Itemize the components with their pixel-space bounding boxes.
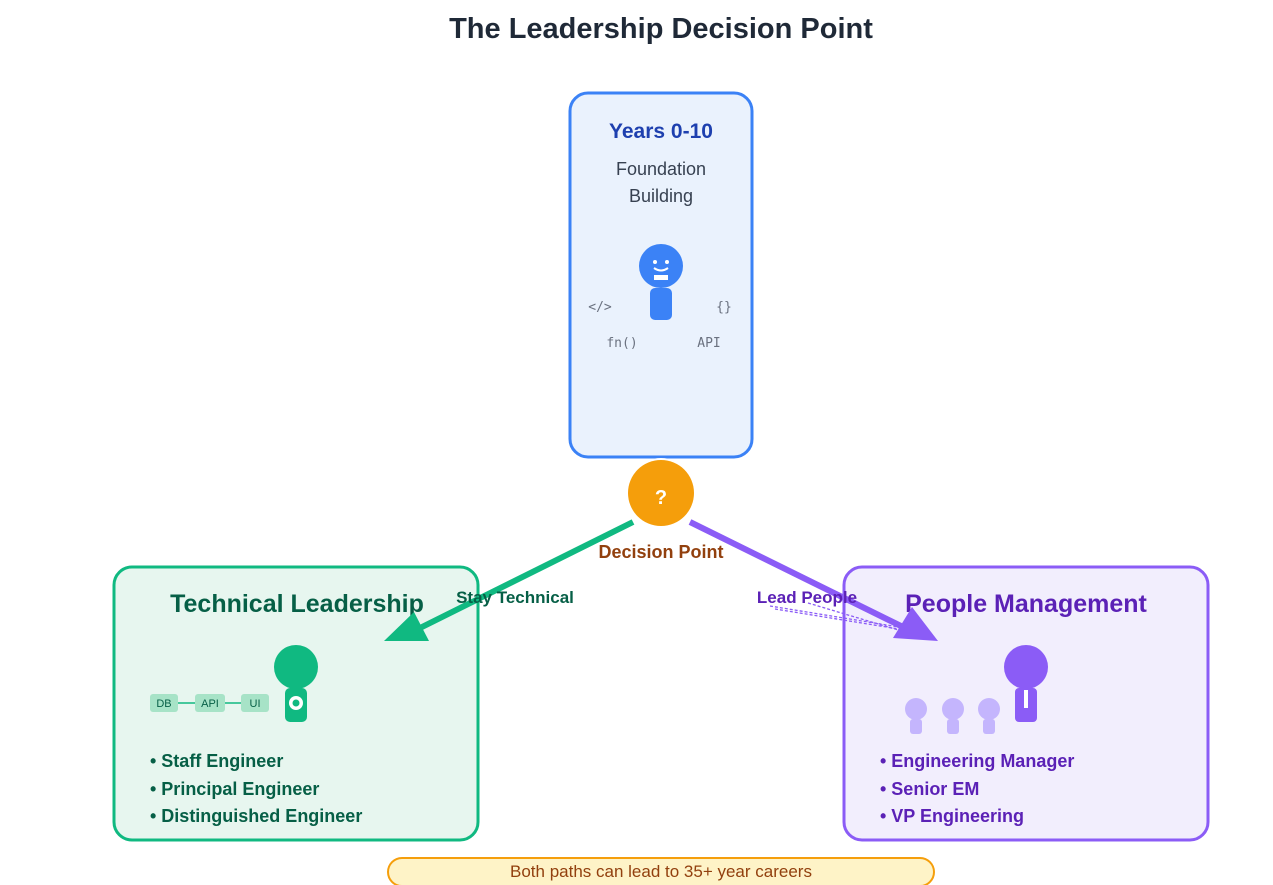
- architecture-diagram-icon: [150, 694, 269, 712]
- code-symbol-api: API: [697, 336, 720, 351]
- decision-point-node: ?: [626, 458, 696, 528]
- team-members-icon: [905, 698, 1000, 734]
- manager-person-icon: [1004, 645, 1048, 722]
- footer-banner: Both paths can lead to 35+ year careers: [387, 857, 935, 885]
- people-heading: People Management: [905, 590, 1147, 618]
- footer-text: Both paths can lead to 35+ year careers: [510, 862, 812, 881]
- lead-people-label: Lead People: [757, 588, 857, 607]
- tech-leader-person-icon: [274, 645, 318, 722]
- decision-question-mark: ?: [655, 487, 667, 509]
- chip-ui: UI: [250, 698, 261, 710]
- developer-person-icon: [639, 244, 683, 320]
- technical-role-3: • Distinguished Engineer: [150, 806, 362, 826]
- people-management-panel: People Management • Engineering Manager …: [842, 565, 1210, 842]
- lead-people-arrow: [688, 519, 938, 641]
- code-symbol-braces: {}: [716, 300, 732, 315]
- technical-heading: Technical Leadership: [170, 590, 424, 618]
- technical-leadership-panel: Technical Leadership DB API UI • Staff E…: [112, 565, 480, 842]
- people-role-1: • Engineering Manager: [880, 751, 1074, 771]
- decision-point-label: Decision Point: [598, 542, 723, 562]
- code-symbol-tag: </>: [588, 300, 612, 315]
- chip-db: DB: [156, 698, 171, 710]
- chip-api: API: [201, 698, 219, 710]
- page-title: The Leadership Decision Point: [449, 13, 873, 45]
- foundation-line2: Building: [629, 186, 693, 206]
- people-role-2: • Senior EM: [880, 779, 979, 799]
- people-role-3: • VP Engineering: [880, 806, 1024, 826]
- technical-role-2: • Principal Engineer: [150, 779, 319, 799]
- stay-technical-arrow: [384, 519, 635, 641]
- foundation-line1: Foundation: [616, 159, 706, 179]
- technical-role-1: • Staff Engineer: [150, 751, 283, 771]
- foundation-stage: Years 0-10 Foundation Building </> {} fn…: [568, 91, 754, 459]
- foundation-heading: Years 0-10: [609, 120, 713, 143]
- stay-technical-label: Stay Technical: [456, 588, 574, 607]
- code-symbol-function: fn(): [606, 336, 637, 351]
